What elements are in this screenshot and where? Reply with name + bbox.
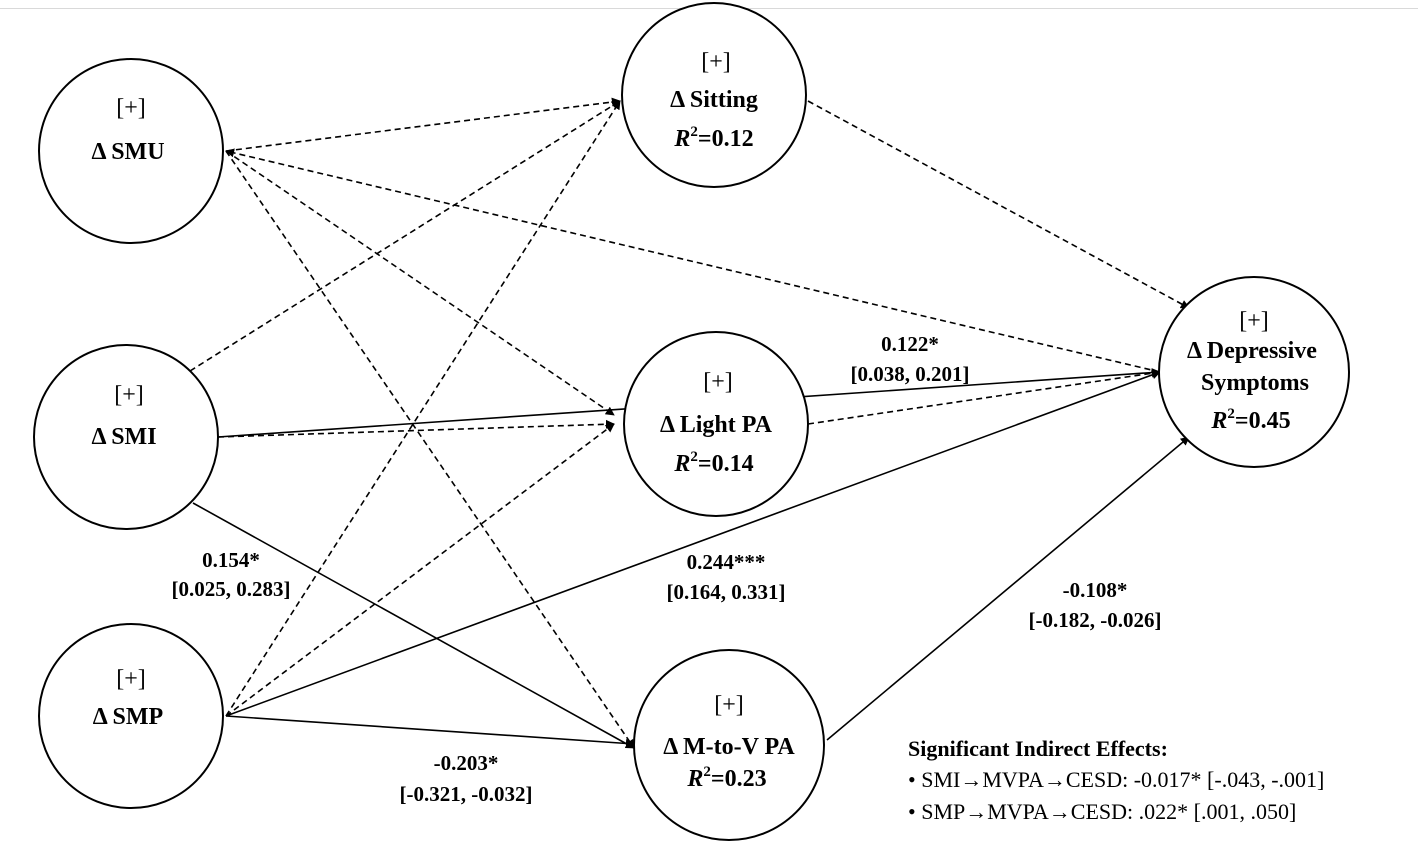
path-smp-sitting [225, 100, 621, 717]
node-sitting-name: Δ Sitting [670, 87, 758, 113]
path-mvpa-dep [826, 436, 1190, 741]
coef-mvpa-dep: -0.108* [1063, 578, 1128, 602]
path-sitting-dep [807, 100, 1190, 309]
path-smi-light [217, 419, 615, 438]
node-sitting-plus: [+] [701, 49, 731, 75]
coef-smi-dep: 0.122* [881, 332, 939, 356]
node-light-r2: R2=0.14 [673, 449, 753, 477]
node-dep-name-line2: Symptoms [1201, 370, 1309, 396]
coef-smp-mvpa: -0.203* [434, 751, 499, 775]
node-sitting-r2: R2=0.12 [673, 124, 753, 152]
node-mvpa: [+] Δ M-to-V PA R2=0.23 [633, 649, 825, 841]
node-mvpa-plus: [+] [714, 692, 744, 718]
ci-smp-mvpa: [-0.321, -0.032] [400, 782, 533, 806]
node-smp-name: Δ SMP [93, 704, 163, 730]
indirect-effect-item: • SMP→MVPA→CESD: .022* [.001, .050] [908, 799, 1296, 824]
indirect-effect-item: • SMI→MVPA→CESD: -0.017* [-.043, -.001] [908, 767, 1324, 792]
node-smu: [+] Δ SMU [38, 58, 224, 244]
path-smu-mvpa [225, 150, 635, 749]
path-smp-mvpa [225, 715, 635, 748]
node-light-plus: [+] [703, 369, 733, 395]
node-sitting-circle [621, 2, 807, 188]
node-mvpa-r2: R2=0.23 [686, 764, 766, 792]
node-smp: [+] Δ SMP [38, 623, 224, 809]
path-smu-light [225, 150, 615, 416]
coef-smi-mvpa: 0.154* [202, 548, 260, 572]
node-dep-circle [1158, 276, 1350, 468]
path-smp-light [225, 423, 615, 717]
node-smi-plus: [+] [114, 382, 144, 408]
ci-mvpa-dep: [-0.182, -0.026] [1029, 608, 1162, 632]
node-smi: [+] Δ SMI [33, 344, 219, 530]
node-smp-circle [38, 623, 224, 809]
path-smi-sitting [189, 100, 621, 372]
node-smu-circle [38, 58, 224, 244]
node-smu-plus: [+] [116, 95, 146, 121]
node-dep-name-line1: Δ Depressive [1187, 338, 1317, 364]
ci-smi-dep: [0.038, 0.201] [851, 362, 970, 386]
node-smi-name: Δ SMI [91, 424, 156, 450]
node-dep: [+] Δ Depressive Symptoms R2=0.45 [1158, 276, 1350, 468]
node-smp-plus: [+] [116, 666, 146, 692]
node-smi-circle [33, 344, 219, 530]
label-smp-dep: 0.244*** [0.164, 0.331] [667, 550, 786, 604]
node-smu-name: Δ SMU [91, 139, 164, 165]
label-mvpa-dep: -0.108* [-0.182, -0.026] [1029, 578, 1162, 632]
path-smi-mvpa [192, 502, 635, 749]
indirect-effects: Significant Indirect Effects: • SMI→MVPA… [908, 736, 1324, 824]
path-smp-dep [225, 370, 1161, 717]
node-dep-r2: R2=0.45 [1210, 406, 1290, 434]
label-smp-mvpa: -0.203* [-0.321, -0.032] [400, 751, 533, 806]
ci-smp-dep: [0.164, 0.331] [667, 580, 786, 604]
node-dep-plus: [+] [1239, 308, 1269, 334]
coef-smp-dep: 0.244*** [687, 550, 766, 574]
node-light: [+] Δ Light PA R2=0.14 [623, 331, 809, 517]
node-mvpa-name: Δ M-to-V PA [663, 734, 795, 760]
path-smu-sitting [225, 97, 621, 152]
node-mvpa-circle [633, 649, 825, 841]
ci-smi-mvpa: [0.025, 0.283] [172, 577, 291, 601]
label-smi-dep: 0.122* [0.038, 0.201] [851, 332, 970, 386]
node-light-name: Δ Light PA [660, 412, 773, 438]
node-light-circle [623, 331, 809, 517]
indirect-effects-title: Significant Indirect Effects: [908, 736, 1168, 761]
label-smi-mvpa: 0.154* [0.025, 0.283] [172, 548, 291, 601]
node-sitting: [+] Δ Sitting R2=0.12 [621, 2, 807, 188]
